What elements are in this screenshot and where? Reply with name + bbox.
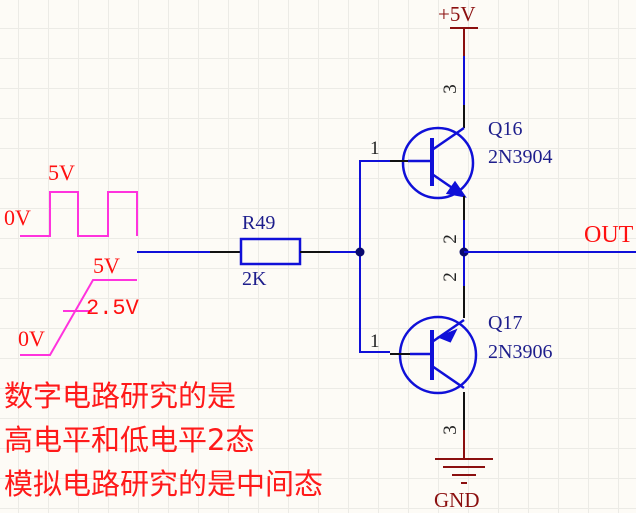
gnd-power-port[interactable]	[435, 430, 493, 484]
q16-pin-1: 1	[370, 138, 380, 159]
q16-pin-2: 2	[439, 234, 461, 244]
digital-high-label: 5V	[48, 160, 75, 185]
note-line-3: 模拟电路研究的是中间态	[4, 467, 324, 501]
r49-resistor-body[interactable]	[239, 237, 302, 266]
q16-pin-3: 3	[439, 84, 461, 94]
digital-square-waveform	[20, 191, 138, 237]
q16-npn-transistor[interactable]	[401, 126, 475, 200]
q17-designator: Q17	[488, 312, 523, 334]
r49-designator: R49	[242, 212, 276, 234]
base-junction-dot	[355, 247, 365, 257]
digital-low-label: 0V	[4, 205, 31, 230]
q17-part-number: 2N3906	[488, 341, 553, 363]
q17-pnp-transistor[interactable]	[398, 315, 478, 395]
analog-high-label: 5V	[93, 253, 120, 278]
q17-pin-1: 1	[370, 331, 380, 352]
q16-part-number: 2N3904	[488, 146, 553, 168]
analog-ramp-waveform	[20, 279, 137, 356]
base-bus-wire[interactable]	[359, 160, 390, 353]
vcc-label: +5V	[438, 2, 476, 26]
vcc-power-port[interactable]	[450, 27, 478, 56]
q17-pin-3: 3	[439, 425, 461, 435]
analog-low-label: 0V	[18, 326, 45, 351]
note-line-1: 数字电路研究的是	[4, 379, 237, 413]
analog-mid-label: 2.5V	[86, 296, 139, 321]
out-net-label[interactable]: OUT	[584, 222, 634, 248]
q16-designator: Q16	[488, 118, 523, 140]
r49-value: 2K	[242, 268, 267, 290]
gnd-label: GND	[434, 488, 480, 512]
note-line-2: 高电平和低电平2态	[4, 423, 255, 457]
q17-pin-2: 2	[439, 272, 461, 282]
